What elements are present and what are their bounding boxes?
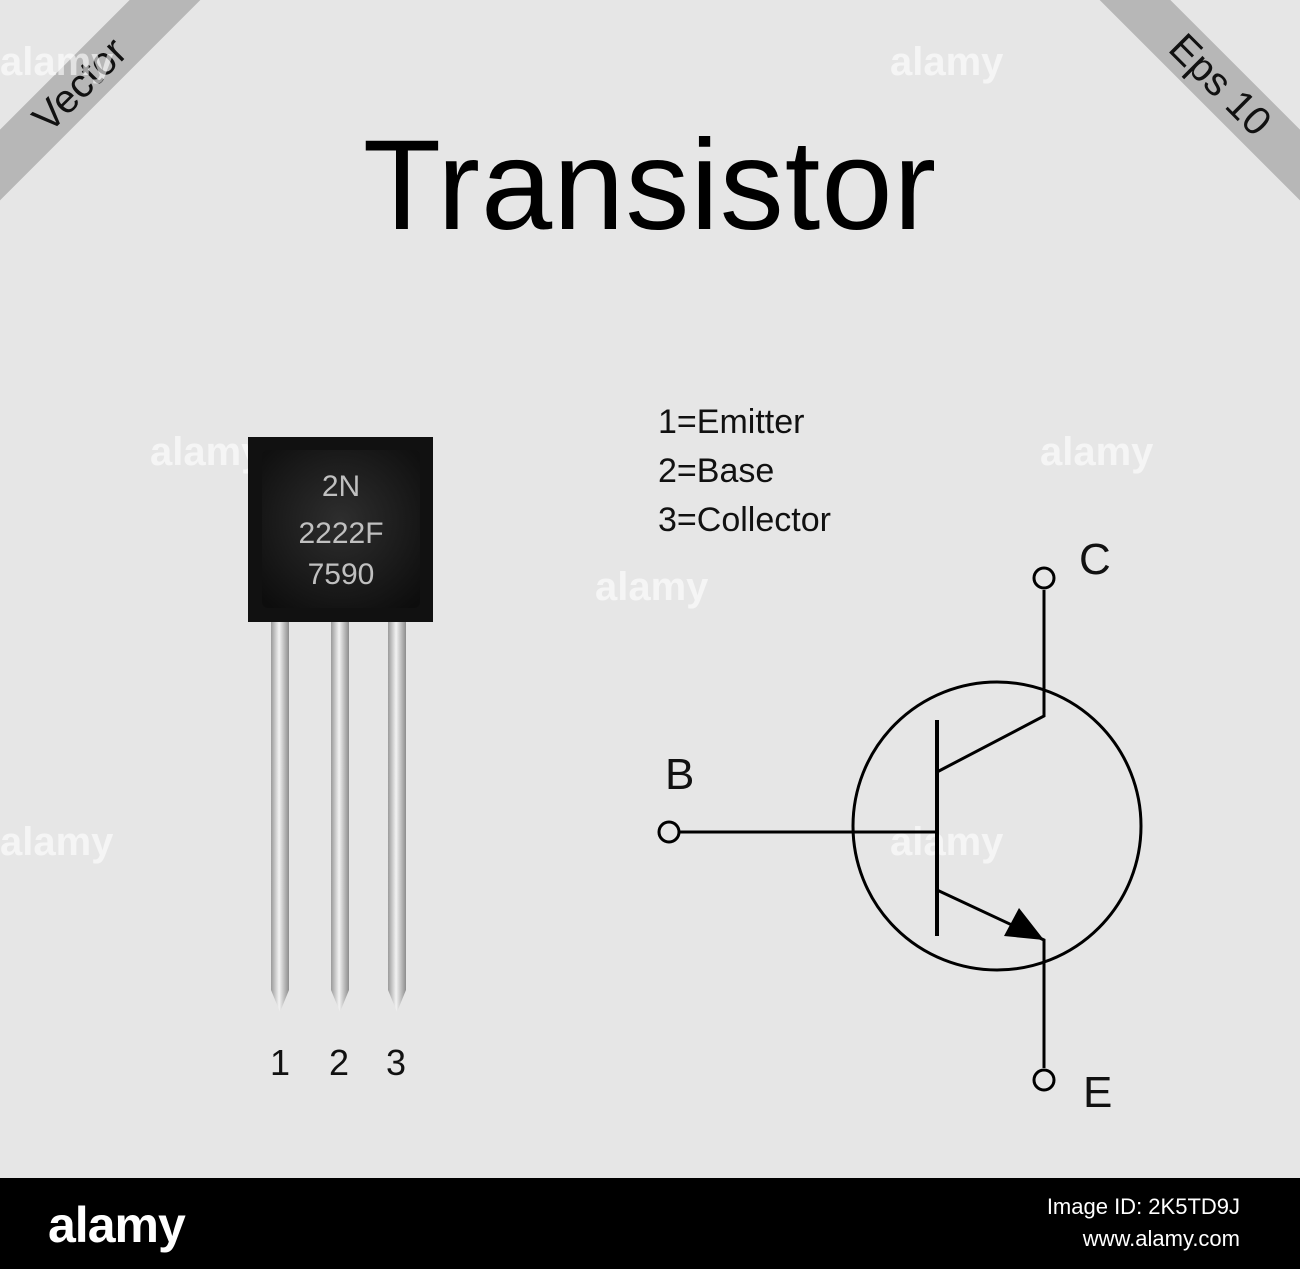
collector-terminal (1032, 566, 1056, 590)
pin-number-3: 3 (386, 1042, 407, 1083)
marking-line-3: 7590 (308, 558, 375, 591)
footer-bar: alamy Image ID: 2K5TD9J www.alamy.com (0, 1178, 1300, 1269)
pin-leg-3 (388, 622, 406, 1012)
pin-leg-2 (331, 622, 349, 1012)
collector-wire (936, 590, 1046, 774)
base-terminal (657, 820, 681, 844)
watermark: alamy (150, 430, 264, 474)
pin-leg-1 (271, 622, 289, 1012)
collector-label: C (1079, 535, 1111, 584)
base-label: B (665, 750, 695, 799)
marking-line-2: 2222F (298, 517, 383, 550)
legend-collector: 3=Collector (658, 501, 831, 539)
diagram-canvas: Vector Eps 10 alamy alamy alamy alamy al… (0, 0, 1300, 1117)
emitter-label: E (1083, 1068, 1113, 1117)
watermark: alamy (890, 40, 1004, 84)
footer-logo: alamy (48, 1197, 186, 1253)
package-face (262, 450, 420, 608)
emitter-wire (936, 888, 1046, 1068)
watermark: alamy (1040, 430, 1154, 474)
pin-number-1: 1 (270, 1042, 291, 1083)
pin-legend: 1=Emitter 2=Base 3=Collector (658, 398, 831, 545)
npn-schematic (657, 566, 1143, 1092)
legend-emitter: 1=Emitter (658, 403, 805, 441)
watermark: alamy (0, 40, 114, 84)
page-title: Transistor (362, 114, 938, 257)
pin-number-2: 2 (329, 1042, 350, 1083)
watermark: alamy (0, 820, 114, 864)
image-id: Image ID: 2K5TD9J (1046, 1194, 1240, 1219)
watermark: alamy (595, 565, 709, 609)
emitter-arrow (1004, 908, 1044, 940)
watermark: alamy (890, 820, 1004, 864)
emitter-terminal (1032, 1068, 1056, 1092)
symbol-circle (851, 680, 1143, 972)
legend-base: 2=Base (658, 452, 775, 490)
transistor-illustration: 2N 2222F 7590 (248, 437, 433, 1012)
marking-line-1: 2N (322, 470, 360, 503)
site-url: www.alamy.com (1082, 1226, 1240, 1251)
